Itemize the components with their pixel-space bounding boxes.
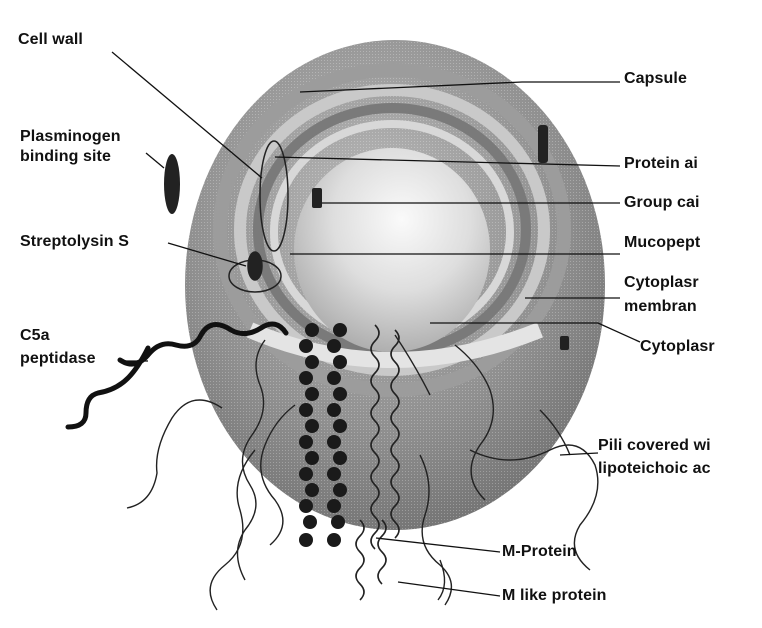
label-streptolysin: Streptolysin S (20, 233, 129, 251)
leader-pili (560, 453, 598, 455)
leader-plasminogen (146, 153, 164, 168)
label-plasminogen-line2: binding site (20, 148, 111, 166)
label-protein-antigen: Protein ai (624, 155, 698, 173)
label-capsule: Capsule (624, 70, 687, 88)
label-cytoplasm: Cytoplasr (640, 338, 715, 356)
label-cell-wall: Cell wall (18, 31, 83, 49)
label-group-carbohydrate: Group cai (624, 194, 700, 212)
leader-m-like-protein (398, 582, 500, 596)
label-mucopeptide: Mucopept (624, 234, 700, 252)
label-cytoplasmic-membrane-line1: Cytoplasr (624, 274, 699, 292)
label-plasminogen-line1: Plasminogen (20, 128, 121, 146)
leader-cell-wall (112, 52, 262, 178)
leader-m-protein (376, 538, 500, 552)
cytoplasm-sphere (294, 148, 490, 352)
label-pili-line2: lipoteichoic ac (598, 460, 711, 478)
label-m-protein: M-Protein (502, 543, 577, 561)
label-c5a-line1: C5a (20, 327, 50, 345)
label-c5a-line2: peptidase (20, 350, 96, 368)
label-m-like-protein: M like protein (502, 587, 607, 605)
label-cytoplasmic-membrane-line2: membran (624, 298, 697, 316)
label-pili-line1: Pili covered wi (598, 437, 711, 455)
